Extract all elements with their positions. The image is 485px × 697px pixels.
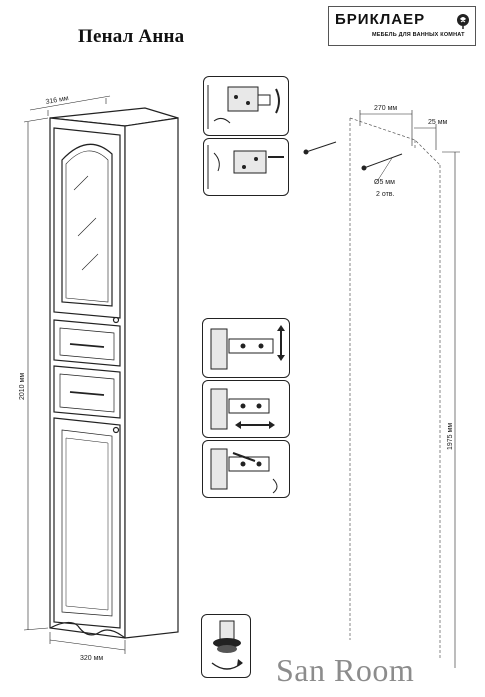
hole-spacing-label: 270 мм	[374, 105, 397, 112]
step-hinge-side	[202, 440, 290, 498]
brand-name: БРИКЛАЕР	[335, 11, 426, 28]
screw-left	[303, 141, 337, 155]
hole-count-label: 2 отв.	[376, 191, 395, 198]
mount-height-dimension	[442, 151, 460, 668]
mount-height-label: 1975 мм	[447, 423, 454, 450]
depth-label: 316 мм	[45, 95, 69, 106]
step-bracket-mount	[203, 76, 289, 136]
step-adjustable-foot	[201, 614, 251, 678]
width-label: 320 мм	[80, 655, 103, 662]
height-label: 2010 мм	[19, 373, 26, 400]
height-dimension-line	[23, 117, 49, 631]
edge-offset-label: 25 мм	[428, 119, 448, 126]
product-title: Пенал Анна	[78, 26, 185, 47]
cabinet-front	[49, 107, 179, 639]
screw-right	[361, 153, 403, 171]
width-dimension-line	[49, 632, 126, 654]
hole-leader-line	[377, 157, 393, 181]
brand-logo: БРИКЛАЕР МЕБЕЛЬ ДЛЯ ВАННЫХ КОМНАТ	[328, 6, 476, 46]
hole-diameter-label: Ø5 мм	[374, 179, 395, 186]
hole-spacing-dimension	[359, 110, 437, 150]
step-bracket-attach	[203, 138, 289, 196]
brand-tagline: МЕБЕЛЬ ДЛЯ ВАННЫХ КОМНАТ	[372, 32, 465, 38]
wall-outline	[349, 117, 441, 660]
rose-icon	[457, 14, 469, 29]
step-hinge-vertical	[202, 318, 290, 378]
watermark: San Room	[276, 652, 415, 688]
step-hinge-depth	[202, 380, 290, 438]
depth-dimension-line	[29, 95, 111, 116]
